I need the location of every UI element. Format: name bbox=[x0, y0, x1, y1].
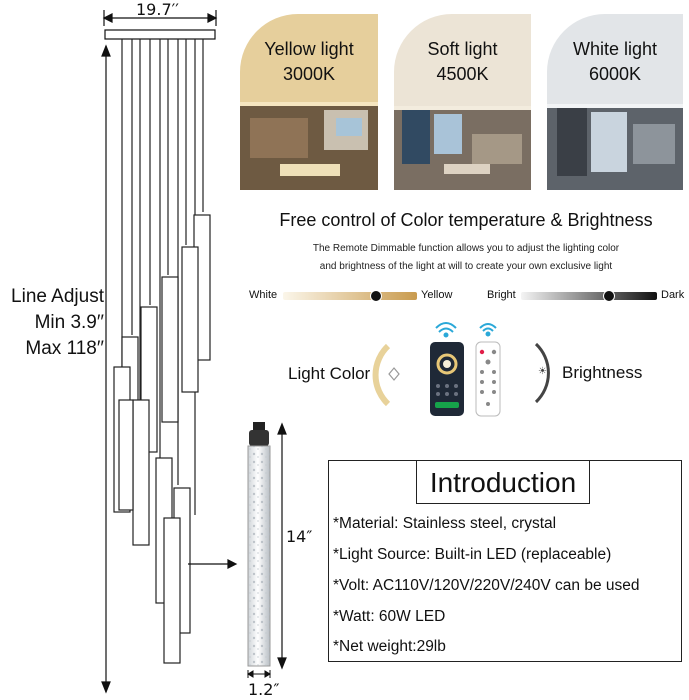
brightness-label: Brightness bbox=[562, 363, 643, 382]
soft-light-temp: 4500K bbox=[436, 64, 489, 84]
brightness-arc bbox=[534, 342, 550, 404]
spec-watt: *Watt: 60W LED bbox=[333, 608, 446, 625]
yellow-light-label: Yellow light bbox=[264, 39, 354, 59]
width-label: 19.7′′ bbox=[136, 0, 179, 19]
line-adjust-title: Line Adjust bbox=[11, 286, 104, 307]
bright-slider-right-label: Dark bbox=[661, 289, 685, 301]
color-temperature-slider bbox=[283, 292, 417, 300]
pendant-wires bbox=[121, 39, 204, 515]
light-color-label: Light Color bbox=[288, 364, 371, 383]
line-adjust-max: Max 118′′ bbox=[25, 338, 104, 359]
height-dimension-arrow bbox=[101, 44, 111, 694]
spec-light-source: *Light Source: Built-in LED (replaceable… bbox=[333, 546, 612, 563]
control-description-1: The Remote Dimmable function allows you … bbox=[312, 243, 620, 254]
temp-slider-left-label: White bbox=[249, 289, 278, 301]
light-color-icon bbox=[388, 367, 400, 381]
spec-material: *Material: Stainless steel, crystal bbox=[333, 515, 557, 532]
light-panel-soft: Soft light 4500K bbox=[394, 14, 531, 190]
crystal-tubes bbox=[113, 214, 211, 664]
wifi-icon-remote bbox=[479, 323, 497, 337]
spec-net-weight: *Net weight:29lb bbox=[333, 638, 446, 655]
tube-diameter-label: 1.2″ bbox=[248, 680, 280, 699]
tube-cap bbox=[253, 422, 265, 430]
white-light-temp: 6000K bbox=[588, 64, 642, 84]
detail-callout-arrow bbox=[188, 559, 238, 569]
wifi-icon-phone bbox=[435, 322, 457, 338]
light-panel-white: White light 6000K bbox=[547, 14, 683, 190]
crystal-tube-detail bbox=[247, 422, 287, 678]
yellow-light-temp: 3000K bbox=[282, 64, 336, 84]
remote-control bbox=[475, 341, 501, 417]
temp-slider-knob bbox=[370, 290, 382, 302]
living-room-soft-image bbox=[394, 14, 531, 190]
ceiling-canopy bbox=[104, 29, 216, 40]
remote-and-app-illustration: ☀ bbox=[372, 322, 550, 417]
living-room-white-image bbox=[547, 14, 683, 190]
bright-slider-knob bbox=[603, 290, 615, 302]
introduction-title-box: Introduction bbox=[416, 460, 590, 504]
line-adjust-min: Min 3.9′′ bbox=[34, 312, 104, 333]
bright-slider-left-label: Bright bbox=[487, 289, 516, 301]
control-description-2: and brightness of the light at will to c… bbox=[319, 261, 613, 272]
soft-light-label: Soft light bbox=[427, 39, 498, 59]
spec-volt: *Volt: AC110V/120V/220V/240V can be used bbox=[333, 577, 640, 594]
control-headline: Free control of Color temperature & Brig… bbox=[279, 210, 653, 230]
temp-slider-right-label: Yellow bbox=[421, 289, 453, 301]
introduction-title: Introduction bbox=[429, 467, 577, 498]
tube-height-label: 14″ bbox=[286, 527, 313, 546]
chandelier-illustration bbox=[101, 10, 238, 694]
width-dimension-arrow bbox=[102, 10, 218, 26]
light-color-arc bbox=[372, 343, 391, 407]
brightness-slider bbox=[521, 292, 657, 300]
line-adjust-text: Line Adjust Min 3.9′′ Max 118′′ bbox=[0, 284, 104, 362]
white-light-label: White light bbox=[572, 39, 658, 59]
living-room-yellow-image bbox=[240, 14, 378, 190]
sun-icon: ☀ bbox=[538, 366, 547, 377]
light-panel-yellow: Yellow light 3000K bbox=[240, 14, 378, 190]
